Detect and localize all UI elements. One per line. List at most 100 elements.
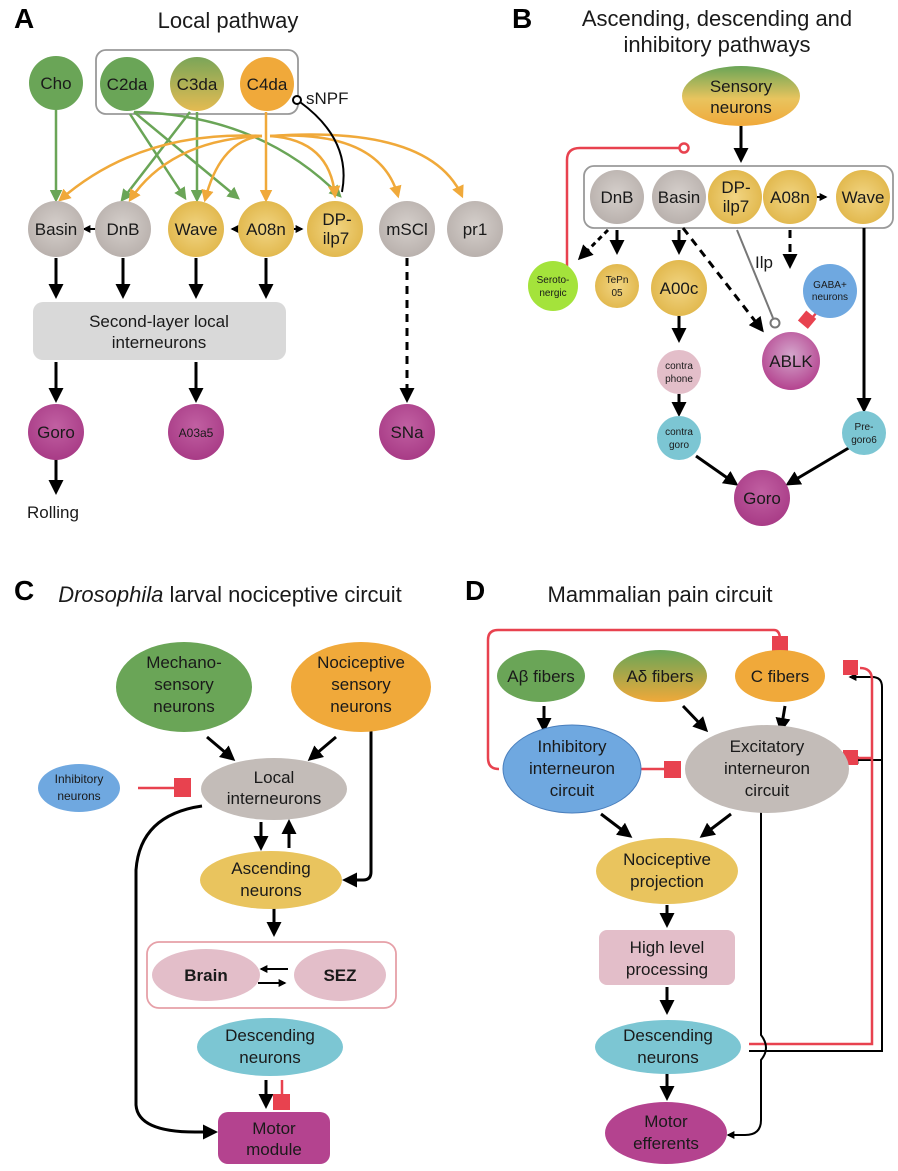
panel-c-letter: C (14, 575, 34, 606)
svg-text:DnB: DnB (600, 188, 633, 207)
svg-text:nergic: nergic (539, 288, 566, 299)
svg-text:Excitatory: Excitatory (730, 737, 805, 756)
svg-text:A00c: A00c (660, 279, 699, 298)
svg-text:Goro: Goro (743, 489, 781, 508)
node-serotonergic: Seroto-nergic (528, 261, 578, 311)
brain-sez-box (146, 941, 397, 1009)
svg-text:sensory: sensory (154, 675, 214, 694)
panel-b-letter: B (512, 3, 532, 34)
node-goro-a: Goro (28, 404, 84, 460)
panel-b-edges: Ilp (565, 126, 872, 486)
svg-text:Motor: Motor (644, 1112, 688, 1131)
svg-text:contra: contra (665, 361, 693, 372)
node-c2da: C2da (100, 57, 154, 111)
svg-text:neurons: neurons (57, 789, 100, 803)
node-a03a5: A03a5 (168, 404, 224, 460)
node-dpilp7-b: DP-ilp7 (708, 170, 762, 224)
node-goro-b: Goro (734, 470, 790, 526)
svg-text:Aδ fibers: Aδ fibers (626, 667, 693, 686)
svg-text:C4da: C4da (247, 75, 288, 94)
svg-text:Seroto-: Seroto- (537, 275, 570, 286)
svg-text:TePn: TePn (606, 275, 629, 286)
svg-text:A08n: A08n (770, 188, 810, 207)
node-a08n-b: A08n (763, 170, 817, 224)
svg-text:ilp7: ilp7 (323, 229, 349, 248)
ilp-label: Ilp (755, 253, 773, 272)
svg-text:Inhibitory: Inhibitory (55, 772, 104, 786)
interneuron-group-box (583, 165, 894, 229)
svg-text:C2da: C2da (107, 75, 148, 94)
panel-b-title-line2: inhibitory pathways (623, 32, 810, 57)
svg-text:Ascending: Ascending (231, 859, 310, 878)
svg-text:Cho: Cho (40, 74, 71, 93)
node-c-fibers: C fibers (735, 650, 825, 702)
svg-text:05: 05 (611, 288, 623, 299)
node-nociceptive-projection: Nociceptive projection (596, 838, 738, 904)
svg-text:High level: High level (630, 938, 705, 957)
svg-text:Aβ fibers: Aβ fibers (507, 667, 574, 686)
svg-text:projection: projection (630, 872, 704, 891)
svg-text:interneurons: interneurons (227, 789, 322, 808)
svg-text:neurons: neurons (710, 98, 771, 117)
node-adelta-fibers: Aδ fibers (613, 650, 707, 702)
svg-text:Basin: Basin (658, 188, 701, 207)
svg-text:sensory: sensory (331, 675, 391, 694)
svg-text:goro6: goro6 (851, 435, 877, 446)
node-high-level-processing: High level processing (599, 930, 735, 985)
panel-a-title: Local pathway (158, 8, 299, 33)
node-ablk: ABLK (762, 332, 820, 390)
svg-text:processing: processing (626, 960, 708, 979)
panel-d-title: Mammalian pain circuit (548, 582, 773, 607)
node-basin-b: Basin (652, 170, 706, 224)
svg-text:Nociceptive: Nociceptive (623, 850, 711, 869)
svg-text:Descending: Descending (225, 1026, 315, 1045)
svg-text:pr1: pr1 (463, 220, 488, 239)
panel-c-edges (134, 720, 373, 1140)
svg-text:neurons: neurons (153, 697, 214, 716)
svg-text:ABLK: ABLK (769, 352, 813, 371)
node-dnb-b: DnB (590, 170, 644, 224)
svg-text:goro: goro (669, 440, 689, 451)
svg-text:circuit: circuit (745, 781, 790, 800)
svg-text:interneurons: interneurons (112, 333, 207, 352)
node-sna: SNa (379, 404, 435, 460)
node-c4da: C4da (240, 57, 294, 111)
node-contragoro: contra goro (657, 416, 701, 460)
node-dpilp7-a: DP-ilp7 (307, 201, 363, 257)
svg-text:Pre-: Pre- (855, 422, 874, 433)
svg-text:A03a5: A03a5 (179, 426, 214, 440)
svg-text:contra: contra (665, 427, 693, 438)
svg-text:Sensory: Sensory (710, 77, 773, 96)
svg-text:DnB: DnB (106, 220, 139, 239)
node-wave-a: Wave (168, 201, 224, 257)
svg-text:Descending: Descending (623, 1026, 713, 1045)
svg-text:Mechano-: Mechano- (146, 653, 222, 672)
node-pregoro6: Pre-goro6 (842, 411, 886, 455)
svg-text:Second-layer local: Second-layer local (89, 312, 229, 331)
svg-text:interneuron: interneuron (724, 759, 810, 778)
svg-text:Basin: Basin (35, 220, 78, 239)
panel-c-title: Drosophila larval nociceptive circuit (58, 582, 402, 607)
svg-text:ilp7: ilp7 (723, 197, 749, 216)
svg-text:Local: Local (254, 768, 295, 787)
node-brain: Brain (152, 949, 260, 1001)
node-tepn05: TePn 05 (595, 264, 639, 308)
svg-text:neurons: neurons (330, 697, 391, 716)
panel-d-letter: D (465, 575, 485, 606)
svg-text:module: module (246, 1140, 302, 1159)
svg-text:Wave: Wave (842, 188, 885, 207)
node-dnb-a: DnB (95, 201, 151, 257)
node-excitatory-interneuron-circuit: Excitatory interneuron circuit (685, 725, 849, 813)
node-local-interneurons: Local interneurons (201, 758, 347, 820)
node-basin-a: Basin (28, 201, 84, 257)
svg-text:Wave: Wave (175, 220, 218, 239)
svg-text:Motor: Motor (252, 1119, 296, 1138)
node-mechanosensory: Mechano-sensory neurons (116, 642, 252, 732)
svg-text:A08n: A08n (246, 220, 286, 239)
node-abeta-fibers: Aβ fibers (497, 650, 585, 702)
